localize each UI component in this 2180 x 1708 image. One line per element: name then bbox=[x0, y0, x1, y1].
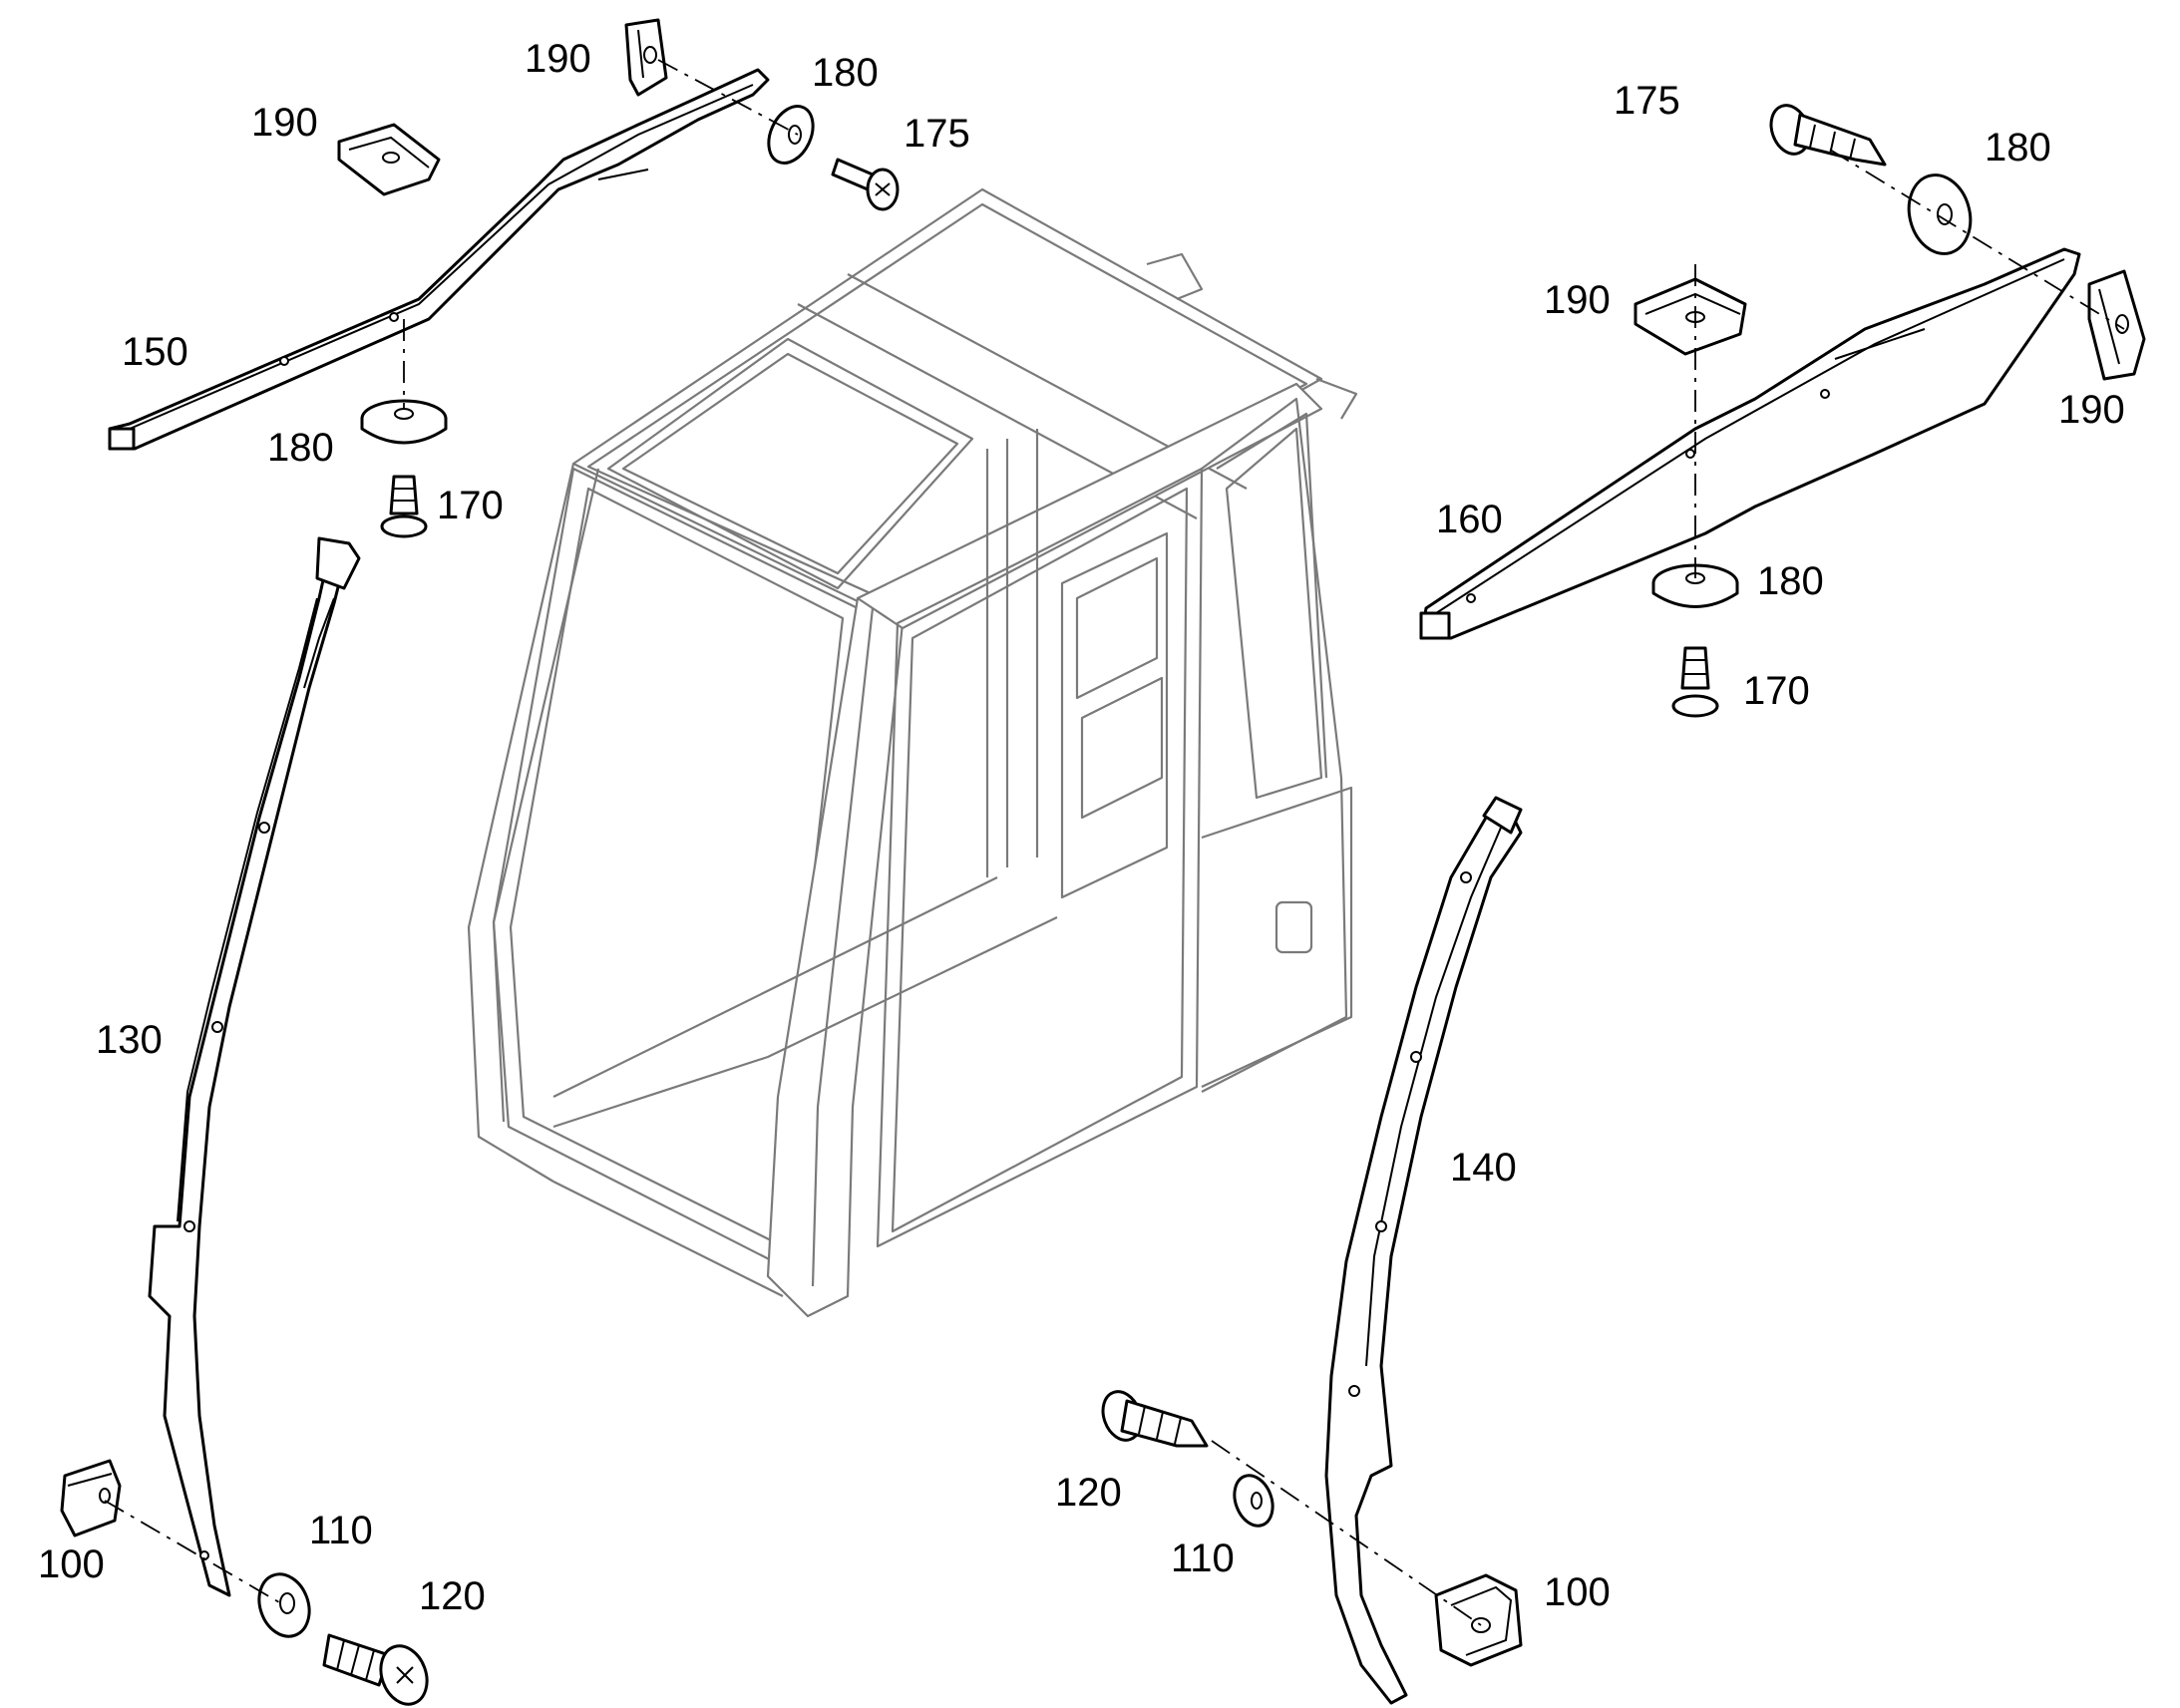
callout-190-top-left: 190 bbox=[251, 101, 318, 145]
screw-120-left-icon bbox=[322, 1633, 429, 1706]
washer-180-top-center-icon bbox=[767, 105, 815, 165]
roof-rail-trim-160-icon bbox=[1419, 247, 2081, 640]
callout-190-right-edge: 190 bbox=[2058, 388, 2125, 432]
grommet-180-left-icon bbox=[360, 399, 448, 445]
callout-160: 160 bbox=[1436, 498, 1503, 541]
screw-175-right-icon bbox=[1769, 104, 1887, 167]
screw-120-right-icon bbox=[1101, 1390, 1209, 1448]
callout-120-left: 120 bbox=[419, 1574, 486, 1618]
callout-180-left: 180 bbox=[267, 426, 334, 470]
washer-180-right-top-icon bbox=[1907, 173, 1973, 255]
callout-175-right: 175 bbox=[1614, 79, 1680, 123]
callout-190-top-center: 190 bbox=[525, 37, 591, 81]
clip-190-right-mid-icon bbox=[1634, 277, 1747, 356]
pillar-trim-130-icon bbox=[148, 536, 361, 1597]
callout-180-right-top: 180 bbox=[1985, 126, 2051, 170]
screw-175-top-center-icon bbox=[831, 158, 900, 211]
cab-frame-icon bbox=[467, 187, 1358, 1318]
callout-150: 150 bbox=[122, 330, 188, 374]
callout-100-left: 100 bbox=[38, 1542, 105, 1586]
callout-170-left: 170 bbox=[437, 484, 504, 527]
clip-190-top-left-icon bbox=[337, 123, 441, 196]
clip-100-right-icon bbox=[1434, 1573, 1523, 1667]
clip-190-top-center-icon bbox=[624, 18, 668, 97]
clip-100-left-icon bbox=[60, 1459, 122, 1537]
roof-rail-trim-150-icon bbox=[108, 68, 770, 451]
callout-120-right: 120 bbox=[1055, 1471, 1122, 1515]
callout-175-top-center: 175 bbox=[904, 112, 970, 156]
callout-100-right: 100 bbox=[1544, 1570, 1611, 1614]
screw-170-left-icon bbox=[380, 475, 428, 538]
pillar-trim-140-icon bbox=[1324, 796, 1523, 1705]
callout-190-right-mid: 190 bbox=[1544, 278, 1611, 322]
washer-110-left-icon bbox=[257, 1572, 311, 1638]
screw-170-right-icon bbox=[1671, 646, 1719, 718]
washer-110-right-icon bbox=[1233, 1474, 1274, 1528]
assembly-centerlines bbox=[104, 59, 2125, 1626]
callout-170-right: 170 bbox=[1743, 669, 1810, 713]
callout-180-top-center: 180 bbox=[812, 51, 879, 95]
grommet-180-right-icon bbox=[1651, 563, 1739, 608]
callout-130: 130 bbox=[96, 1018, 163, 1062]
callout-140: 140 bbox=[1450, 1146, 1517, 1190]
callout-110-left: 110 bbox=[309, 1509, 373, 1552]
callout-180-right-bottom: 180 bbox=[1757, 559, 1824, 603]
callout-110-right: 110 bbox=[1171, 1537, 1235, 1580]
